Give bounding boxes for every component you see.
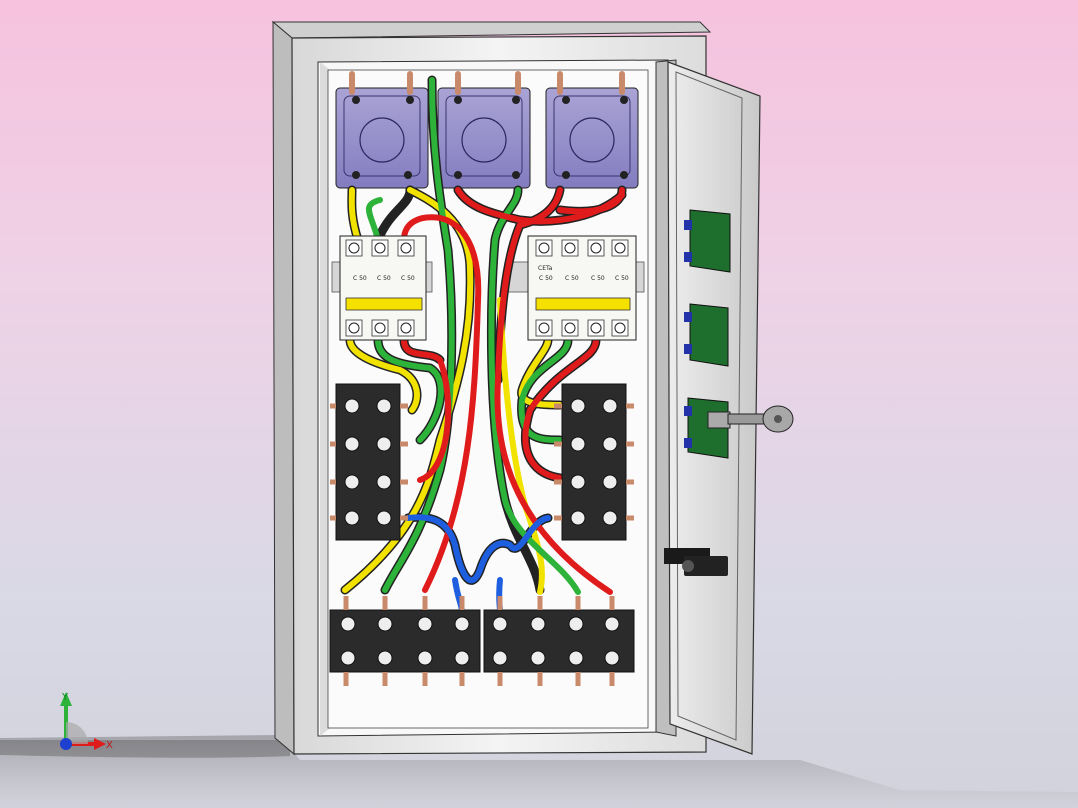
axis-triad-icon: Y X	[60, 692, 113, 751]
axis-y-label: Y	[61, 692, 69, 703]
breaker-rating-label: C 50	[615, 275, 629, 282]
fuse-holder	[335, 87, 429, 189]
fuse-holder	[437, 87, 531, 189]
terminal-block-left	[330, 383, 408, 541]
breaker-rating-label: C 50	[539, 275, 553, 282]
breaker-brand: CETa	[538, 265, 553, 272]
circuit-breaker-left: C 50 C 50 C 50	[339, 235, 427, 341]
wiring	[340, 75, 627, 615]
top-wire-stubs	[349, 71, 625, 95]
terminal-block-bottom	[329, 596, 635, 686]
circuit-breaker-right: CETa C 50 C 50 C 50 C 50	[527, 235, 637, 341]
door-switch[interactable]	[684, 303, 729, 367]
cabinet-door[interactable]	[655, 59, 794, 755]
fuse-holder	[545, 87, 639, 189]
door-switch[interactable]	[684, 397, 731, 459]
key-icon[interactable]	[727, 405, 794, 433]
breaker-rating-label: C 50	[565, 275, 579, 282]
terminal-block-right	[554, 383, 634, 541]
breaker-rating-label: C 50	[401, 275, 415, 282]
fuse-holder-row	[335, 87, 639, 189]
breaker-rating-label: C 50	[353, 275, 367, 282]
door-switch[interactable]	[684, 209, 731, 273]
axis-x-label: X	[106, 740, 113, 751]
lock-icon[interactable]	[664, 548, 728, 576]
breaker-rating-label: C 50	[377, 275, 391, 282]
breaker-rating-label: C 50	[591, 275, 605, 282]
